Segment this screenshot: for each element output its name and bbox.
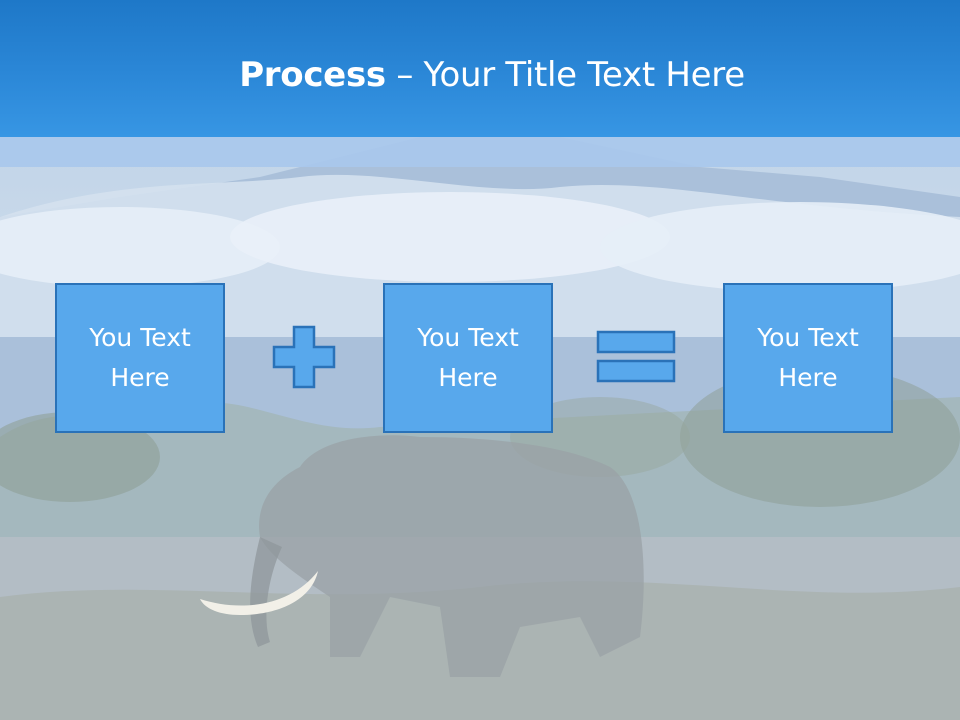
slide-title: Process – Your Title Text Here — [0, 52, 960, 98]
process-box-2[interactable]: You Text Here — [383, 283, 553, 433]
process-box-1[interactable]: You Text Here — [55, 283, 225, 433]
plus-icon — [272, 325, 336, 389]
process-box-3[interactable]: You Text Here — [723, 283, 893, 433]
title-rest: – Your Title Text Here — [385, 55, 745, 95]
title-bold: Process — [239, 55, 386, 95]
process-box-1-label: You Text Here — [89, 323, 191, 392]
title-bar-strip — [0, 137, 960, 167]
process-box-2-label: You Text Here — [417, 323, 519, 392]
equals-icon — [596, 330, 676, 383]
process-box-3-label: You Text Here — [757, 323, 859, 392]
title-bar — [0, 0, 960, 137]
